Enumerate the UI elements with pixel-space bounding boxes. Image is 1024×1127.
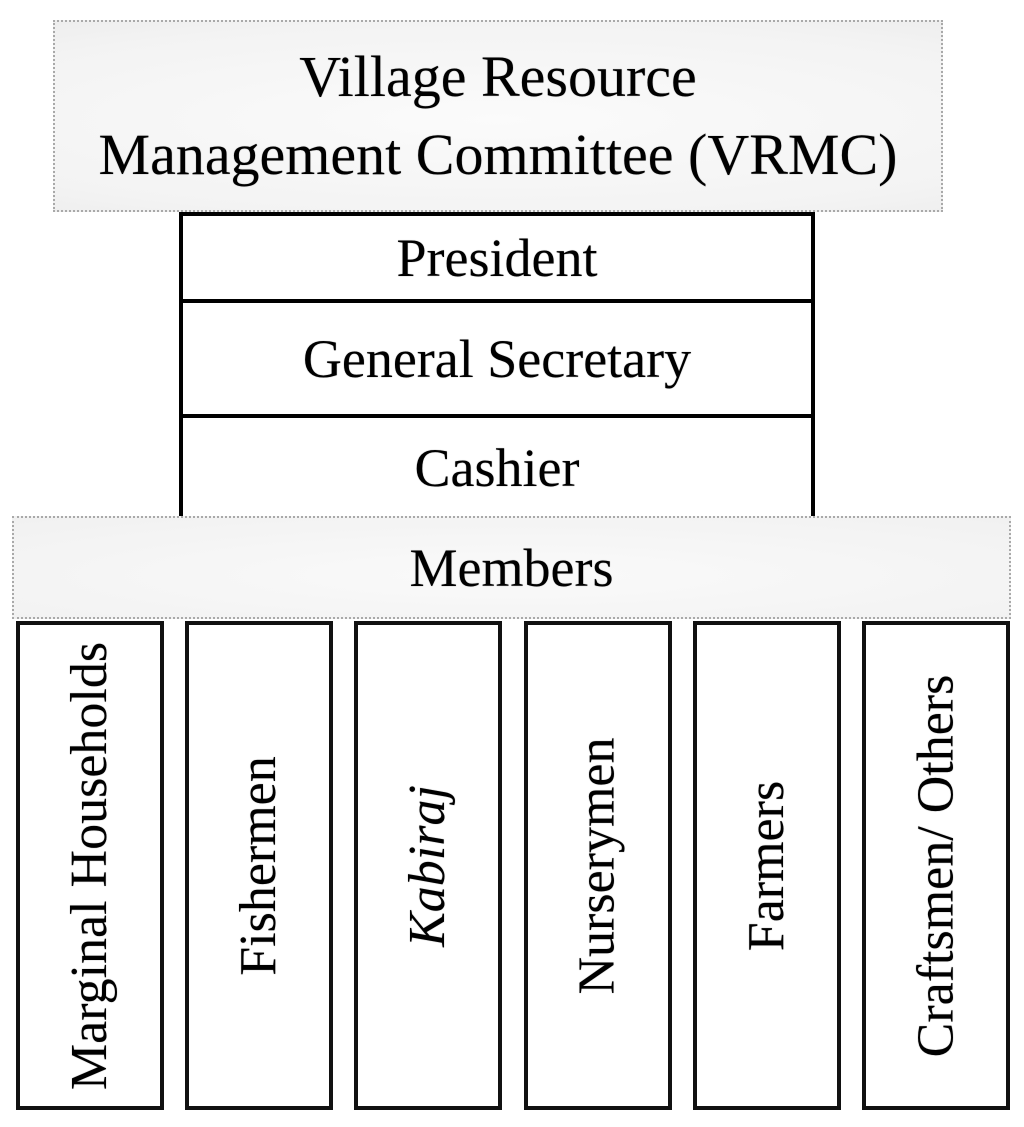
officer-row-general-secretary: General Secretary [183, 303, 811, 418]
marginal-households-label: Marginal Households [61, 641, 119, 1090]
craftsmen-others-label: Craftsmen/ Others [906, 674, 964, 1057]
member-group-craftsmen-others: Craftsmen/ Others [861, 621, 1010, 1110]
members-band: Members [12, 516, 1011, 619]
president-label: President [396, 227, 598, 288]
member-groups-row: Marginal Households Fishermen Kabiraj Nu… [16, 621, 1010, 1110]
general-secretary-label: General Secretary [302, 328, 692, 389]
officer-row-president: President [183, 216, 811, 303]
fishermen-label: Fishermen [230, 755, 288, 976]
member-group-fishermen: Fishermen [185, 621, 334, 1110]
member-group-nurserymen: Nurserymen [523, 621, 672, 1110]
farmers-label: Farmers [737, 780, 795, 951]
member-group-marginal-households: Marginal Households [16, 621, 164, 1110]
nurserymen-label: Nurserymen [568, 736, 626, 995]
vrmc-title-line-1: Village Resource [299, 44, 697, 109]
member-group-farmers: Farmers [692, 621, 841, 1110]
vrmc-title-line-2: Management Committee (VRMC) [98, 122, 898, 187]
officer-row-cashier: Cashier [183, 418, 811, 517]
member-group-kabiraj: Kabiraj [354, 621, 503, 1110]
vrmc-title-box: Village Resource Management Committee (V… [53, 20, 943, 212]
members-label: Members [409, 537, 614, 598]
cashier-label: Cashier [414, 437, 580, 498]
officer-stack: President General Secretary Cashier [179, 212, 815, 517]
kabiraj-label: Kabiraj [399, 784, 457, 947]
